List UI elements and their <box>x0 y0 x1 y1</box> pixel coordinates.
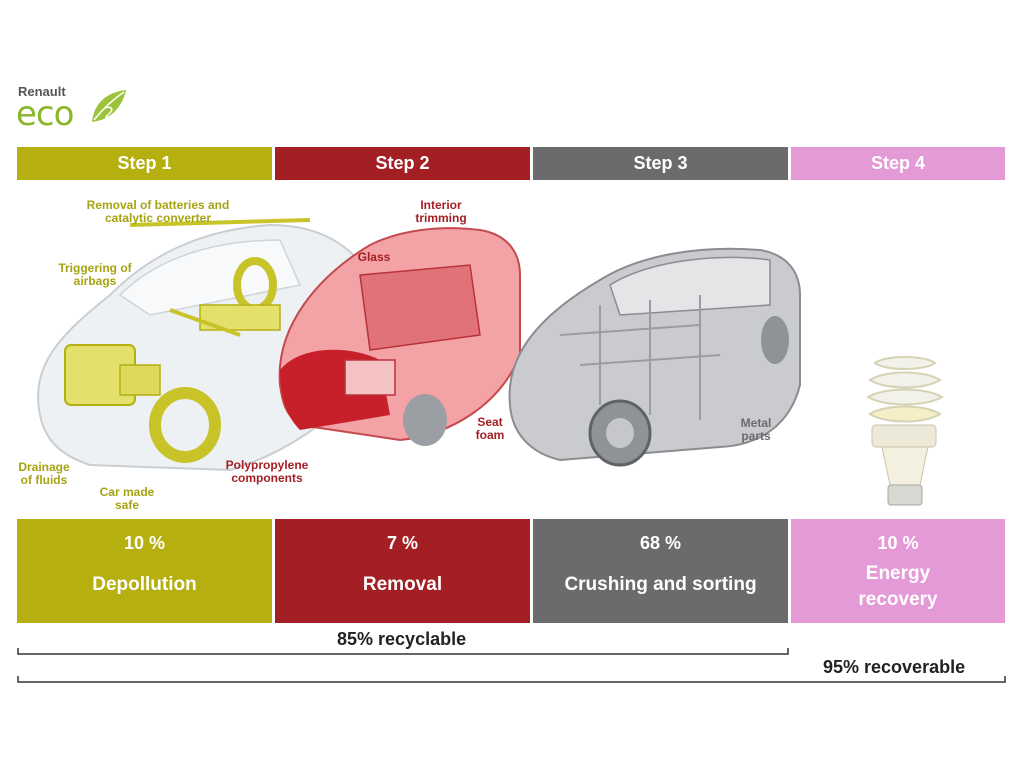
energy-saving-bulb-image <box>866 356 944 506</box>
recoverable-total: 95% recoverable <box>823 657 966 677</box>
step-1-title: Depollution <box>92 574 197 595</box>
callout-glass: Glass <box>357 250 391 264</box>
step-4-header: Step 4 <box>791 147 1005 180</box>
callout-fluids: Drainage of fluids <box>18 460 70 487</box>
recyclable-total: 85% recyclable <box>337 629 467 649</box>
step-3-header: Step 3 <box>533 147 788 180</box>
renault-eco2-logo: Renault eco 2 <box>16 84 126 134</box>
logo-word: eco <box>16 94 74 134</box>
callout-seat-foam: Seat foam <box>475 415 505 442</box>
step-1-percent: 10 % <box>123 533 166 553</box>
step-3-summary: 68 % Crushing and sorting <box>533 519 788 623</box>
callout-interior-trimming: Interior trimming <box>415 198 467 225</box>
step-2-percent: 7 % <box>386 533 419 553</box>
callout-polypropylene: Polypropylene components <box>225 458 309 485</box>
logo-brand: Renault <box>18 84 66 99</box>
metal-car-image <box>508 247 801 467</box>
red-car-image <box>278 227 521 446</box>
step-4-summary: 10 % Energy recovery <box>791 519 1005 623</box>
leaf-icon: 2 <box>92 90 126 122</box>
step-4-percent: 10 % <box>877 533 919 553</box>
totals-brackets <box>17 648 1006 683</box>
callout-airbags: Triggering of airbags <box>58 261 132 288</box>
step-2-title: Removal <box>362 574 443 595</box>
callout-metal-parts: Metal parts <box>740 416 772 443</box>
step-4-title: Energy recovery <box>858 563 938 610</box>
step-3-title: Crushing and sorting <box>564 574 757 595</box>
recoverable-bracket <box>17 676 1006 683</box>
step-2-header: Step 2 <box>275 147 530 180</box>
step-2-summary: 7 % Removal <box>275 519 530 623</box>
callout-batteries: Removal of batteries and catalytic conve… <box>86 198 230 225</box>
step-3-percent: 68 % <box>639 533 682 553</box>
step-1-summary: 10 % Depollution <box>17 519 272 623</box>
callout-car-safe: Car made safe <box>99 485 155 512</box>
recycling-illustration <box>37 218 944 506</box>
logo-superscript: 2 <box>104 103 114 122</box>
step-1-header: Step 1 <box>17 147 272 180</box>
recyclable-bracket <box>17 648 789 655</box>
